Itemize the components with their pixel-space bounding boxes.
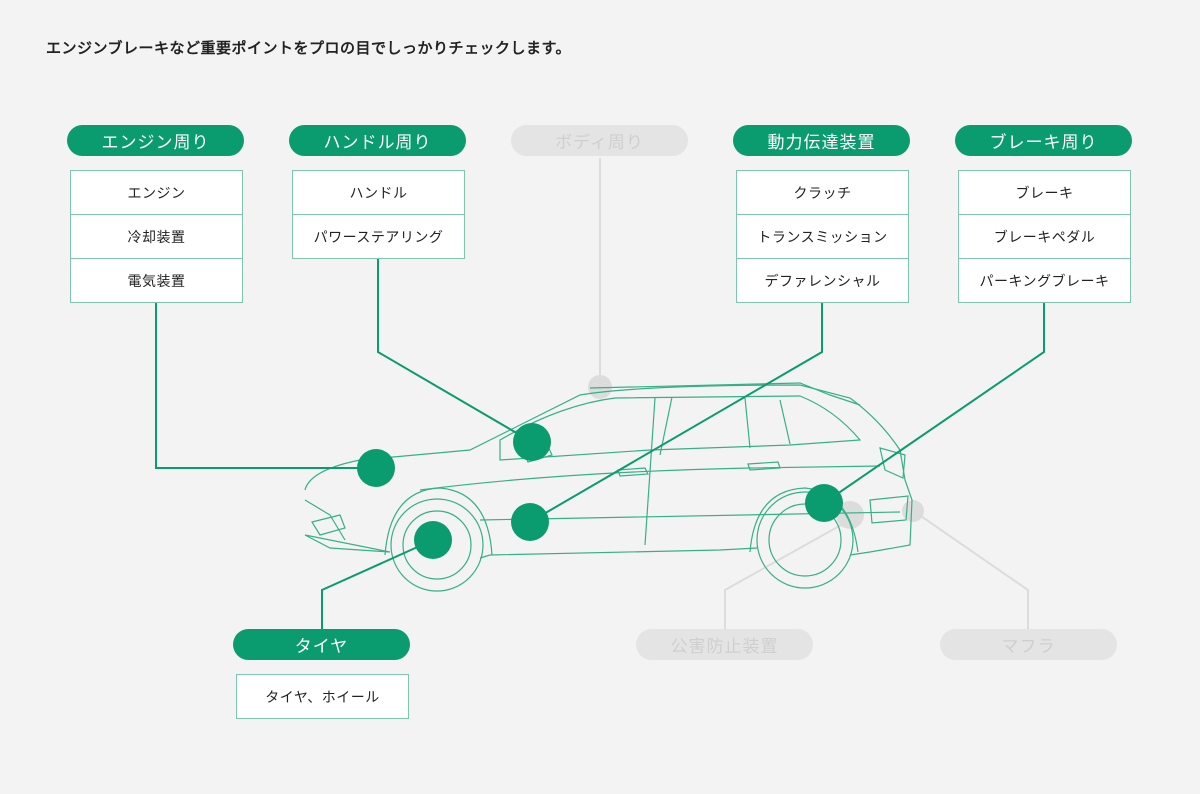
list-drivetrain: クラッチ トランスミッション デファレンシャル bbox=[736, 170, 909, 303]
list-item: パワーステアリング bbox=[293, 214, 464, 258]
list-item: パーキングブレーキ bbox=[959, 258, 1130, 302]
label-drivetrain: 動力伝達装置 bbox=[733, 125, 910, 156]
list-item: 冷却装置 bbox=[71, 214, 242, 258]
list-item: ブレーキ bbox=[1015, 185, 1074, 202]
list-item: ハンドル bbox=[349, 185, 408, 202]
list-item: トランスミッション bbox=[737, 214, 908, 258]
connector-brake bbox=[823, 301, 1045, 504]
headline: エンジンブレーキなど重要ポイントをプロの目でしっかりチェックします。 bbox=[46, 39, 572, 57]
connector-tire bbox=[321, 539, 434, 630]
dot-brake bbox=[805, 484, 843, 522]
active-dots bbox=[357, 423, 843, 559]
list-item: タイヤ、ホイール bbox=[265, 689, 380, 706]
label-body-area: ボディ周り bbox=[511, 125, 688, 156]
label-brake-area: ブレーキ周り bbox=[955, 125, 1132, 156]
list-tire: タイヤ、ホイール bbox=[236, 674, 409, 719]
dot-engine bbox=[357, 449, 395, 487]
list-handle-area: ハンドル パワーステアリング bbox=[292, 170, 465, 259]
car-outline bbox=[304, 382, 913, 592]
connector-engine bbox=[155, 301, 376, 469]
list-item: クラッチ bbox=[793, 185, 852, 202]
list-item: ブレーキペダル bbox=[959, 214, 1130, 258]
dot-drivetrain bbox=[511, 503, 549, 541]
label-engine-area: エンジン周り bbox=[67, 125, 244, 156]
list-engine-area: エンジン 冷却装置 電気装置 bbox=[70, 170, 243, 303]
connector-emission bbox=[724, 519, 851, 630]
list-item: エンジン bbox=[127, 185, 186, 202]
list-item: デファレンシャル bbox=[737, 258, 908, 302]
label-handle-area: ハンドル周り bbox=[289, 125, 466, 156]
dot-muffler bbox=[902, 500, 924, 522]
connector-drivetrain bbox=[529, 301, 823, 523]
list-brake-area: ブレーキ ブレーキペダル パーキングブレーキ bbox=[958, 170, 1131, 303]
list-item: 電気装置 bbox=[71, 258, 242, 302]
dot-handle bbox=[513, 423, 551, 461]
connector-muffler bbox=[914, 511, 1029, 630]
inactive-connectors bbox=[599, 158, 1029, 630]
active-connectors bbox=[155, 257, 1045, 630]
connector-handle bbox=[377, 257, 533, 443]
dot-tire bbox=[414, 521, 452, 559]
label-muffler: マフラ bbox=[940, 629, 1117, 660]
label-tire: タイヤ bbox=[233, 629, 410, 660]
label-emission-control: 公害防止装置 bbox=[636, 629, 813, 660]
